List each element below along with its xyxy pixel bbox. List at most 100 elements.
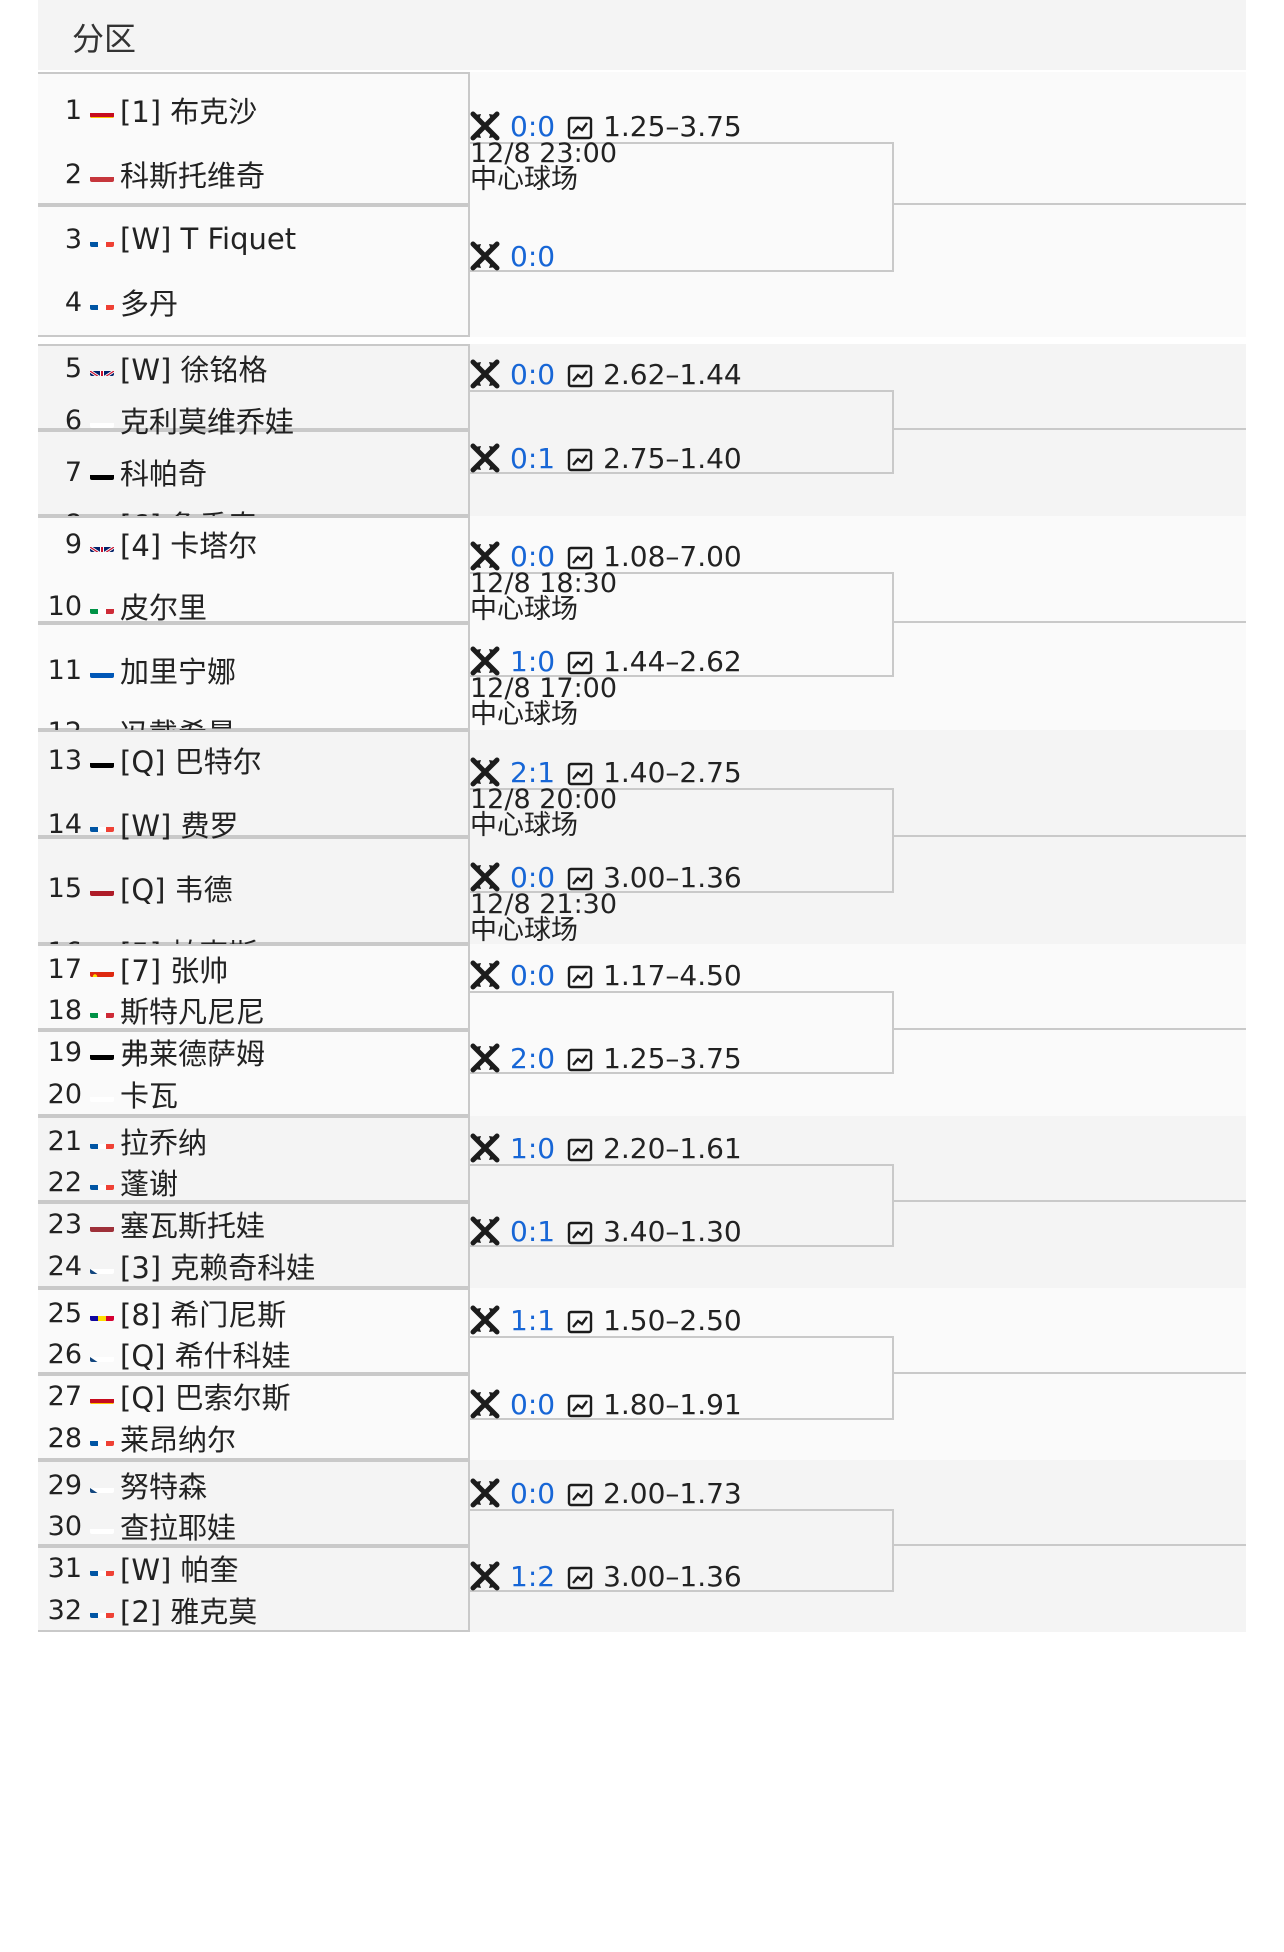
- odds-chart-icon[interactable]: [567, 362, 593, 388]
- bracket-line: [892, 835, 1246, 837]
- odds-chart-icon[interactable]: [567, 114, 593, 140]
- draw-position: 11: [47, 654, 82, 686]
- player-row[interactable]: 14[W] 费罗: [38, 804, 468, 844]
- player-row[interactable]: 13[Q] 巴特尔: [38, 740, 468, 780]
- match-score[interactable]: 0:0: [510, 1387, 556, 1421]
- odds-chart-icon[interactable]: [567, 1392, 593, 1418]
- player-row[interactable]: 25[8] 希门尼斯: [38, 1293, 468, 1333]
- it-flag-icon: [90, 1002, 114, 1018]
- player-name: 努特森: [120, 1470, 208, 1504]
- player-row[interactable]: 26[Q] 希什科娃: [38, 1334, 468, 1374]
- match-score[interactable]: 0:0: [510, 357, 556, 391]
- fr-flag-icon: [90, 1174, 114, 1190]
- match-summary[interactable]: 0:0: [470, 238, 567, 274]
- match-score[interactable]: 1:0: [510, 1131, 556, 1165]
- odds-chart-icon[interactable]: [567, 1046, 593, 1072]
- round2-connector: [470, 788, 894, 893]
- ru-flag-icon: [90, 1518, 114, 1534]
- player-row[interactable]: 1[1] 布克沙: [38, 90, 468, 130]
- odds-chart-icon[interactable]: [567, 1308, 593, 1334]
- odds-chart-icon[interactable]: [567, 1564, 593, 1590]
- player-row[interactable]: 5[W] 徐铭格: [38, 348, 468, 388]
- match-pair-box: [38, 1546, 470, 1632]
- match-score[interactable]: 0:0: [510, 109, 556, 143]
- match-score[interactable]: 0:0: [510, 958, 556, 992]
- match-summary[interactable]: 2:0 1.25–3.75: [470, 1040, 742, 1076]
- match-score[interactable]: 1:2: [510, 1559, 556, 1593]
- draw-position: 1: [64, 94, 82, 126]
- player-name: [7] 张帅: [120, 954, 229, 988]
- player-row[interactable]: 9[4] 卡塔尔: [38, 524, 468, 564]
- match-score[interactable]: 1:0: [510, 644, 556, 678]
- match-odds: 2.00–1.73: [603, 1476, 742, 1510]
- match-summary[interactable]: 0:0 3.00–1.36: [470, 859, 742, 895]
- lv-flag-icon: [90, 1216, 114, 1232]
- match-score[interactable]: 0:0: [510, 860, 556, 894]
- odds-chart-icon[interactable]: [567, 760, 593, 786]
- odds-chart-icon[interactable]: [567, 544, 593, 570]
- player-row[interactable]: 32[2] 雅克莫: [38, 1590, 468, 1630]
- match-score[interactable]: 0:1: [510, 441, 556, 475]
- match-summary[interactable]: 0:0 2.00–1.73: [470, 1475, 742, 1511]
- player-row[interactable]: 31[W] 帕奎: [38, 1548, 468, 1588]
- match-score[interactable]: 0:0: [510, 539, 556, 573]
- match-pair-box: [38, 837, 470, 944]
- odds-chart-icon[interactable]: [567, 649, 593, 675]
- match-score[interactable]: 0:0: [510, 239, 556, 273]
- match-odds: 3.00–1.36: [603, 860, 742, 894]
- player-row[interactable]: 17[7] 张帅: [38, 949, 468, 989]
- match-score[interactable]: 0:0: [510, 1476, 556, 1510]
- player-name: [3] 克赖奇科娃: [120, 1251, 316, 1285]
- player-row[interactable]: 27[Q] 巴索尔斯: [38, 1376, 468, 1416]
- match-score[interactable]: 2:0: [510, 1041, 556, 1075]
- player-row[interactable]: 15[Q] 韦德: [38, 868, 468, 908]
- odds-chart-icon[interactable]: [567, 1219, 593, 1245]
- match-score[interactable]: 2:1: [510, 755, 556, 789]
- de-flag-icon: [90, 752, 114, 768]
- player-name: [W] T Fiquet: [120, 222, 297, 256]
- match-score[interactable]: 1:1: [510, 1303, 556, 1337]
- match-odds: 1.25–3.75: [603, 1041, 742, 1075]
- odds-chart-icon[interactable]: [567, 1481, 593, 1507]
- es-flag-icon: [90, 1388, 114, 1404]
- player-row[interactable]: 24[3] 克赖奇科娃: [38, 1246, 468, 1286]
- es-flag-icon: [90, 102, 114, 118]
- odds-chart-icon[interactable]: [567, 865, 593, 891]
- match-pair-box: [38, 1030, 470, 1116]
- odds-chart-icon[interactable]: [567, 446, 593, 472]
- draw-position: 27: [47, 1380, 82, 1412]
- player-row[interactable]: 3[W] T Fiquet: [38, 219, 468, 259]
- crossed-rackets-icon: [470, 541, 500, 571]
- match-pair-box: [38, 344, 470, 430]
- odds-chart-icon[interactable]: [567, 1136, 593, 1162]
- match-score[interactable]: 0:1: [510, 1214, 556, 1248]
- odds-chart-icon[interactable]: [567, 963, 593, 989]
